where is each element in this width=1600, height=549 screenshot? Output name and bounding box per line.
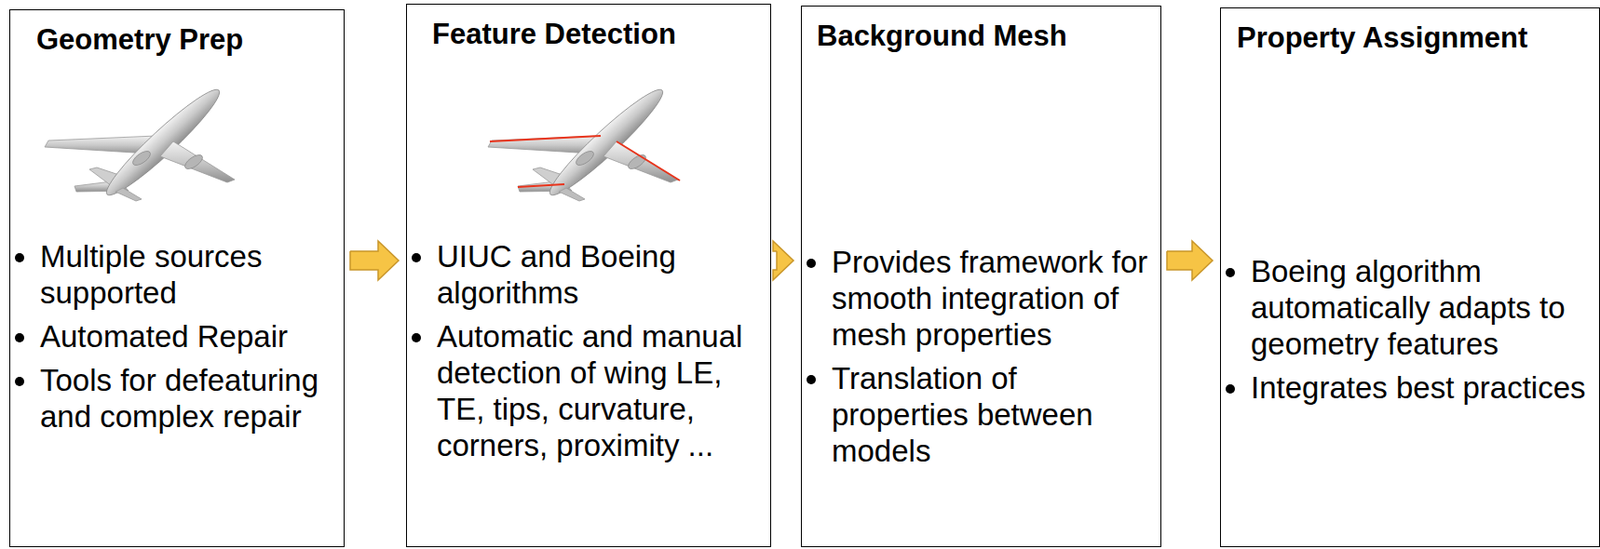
- bullet-text: Boeing algorithm automatically adapts to…: [1250, 254, 1592, 364]
- airplane: [488, 81, 678, 204]
- process-box: Background MeshProvides framework for sm…: [800, 5, 1162, 548]
- bullet-text: Automated Repair: [40, 319, 337, 356]
- airplane: [44, 81, 235, 204]
- block-arrow: [1166, 241, 1213, 281]
- box-heading: Property Assignment: [1236, 21, 1600, 55]
- bullet-text: Automatic and manual detection of wing L…: [436, 319, 763, 465]
- box-heading: Background Mesh: [816, 19, 1161, 54]
- block-arrow: [772, 241, 794, 281]
- block-arrow: [350, 241, 399, 281]
- process-box: Feature DetectionUIUC and Boeing algorit…: [406, 3, 772, 548]
- bullet-list: Multiple sources supportedAutomated Repa…: [10, 239, 344, 444]
- bullet-list: Provides framework for smooth integratio…: [801, 244, 1161, 478]
- box-heading: Feature Detection: [432, 17, 771, 52]
- bullet-list: UIUC and Boeing algorithmsAutomatic and …: [406, 239, 771, 473]
- bullet-text: Integrates best practices: [1250, 370, 1592, 407]
- bullet-text: UIUC and Boeing algorithms: [436, 239, 763, 312]
- box-heading: Geometry Prep: [36, 23, 344, 57]
- bullet-text: Tools for defeaturing and complex repair: [40, 363, 337, 436]
- process-box: Geometry PrepMultiple sources supportedA…: [9, 9, 345, 548]
- bullet-list: Boeing algorithm automatically adapts to…: [1220, 254, 1600, 415]
- process-box: Property AssignmentBoeing algorithm auto…: [1220, 7, 1600, 548]
- bullet-text: Multiple sources supported: [40, 239, 337, 312]
- bullet-text: Provides framework for smooth integratio…: [831, 244, 1153, 354]
- detected-features: [489, 135, 680, 188]
- bullet-text: Translation of properties between models: [831, 361, 1153, 471]
